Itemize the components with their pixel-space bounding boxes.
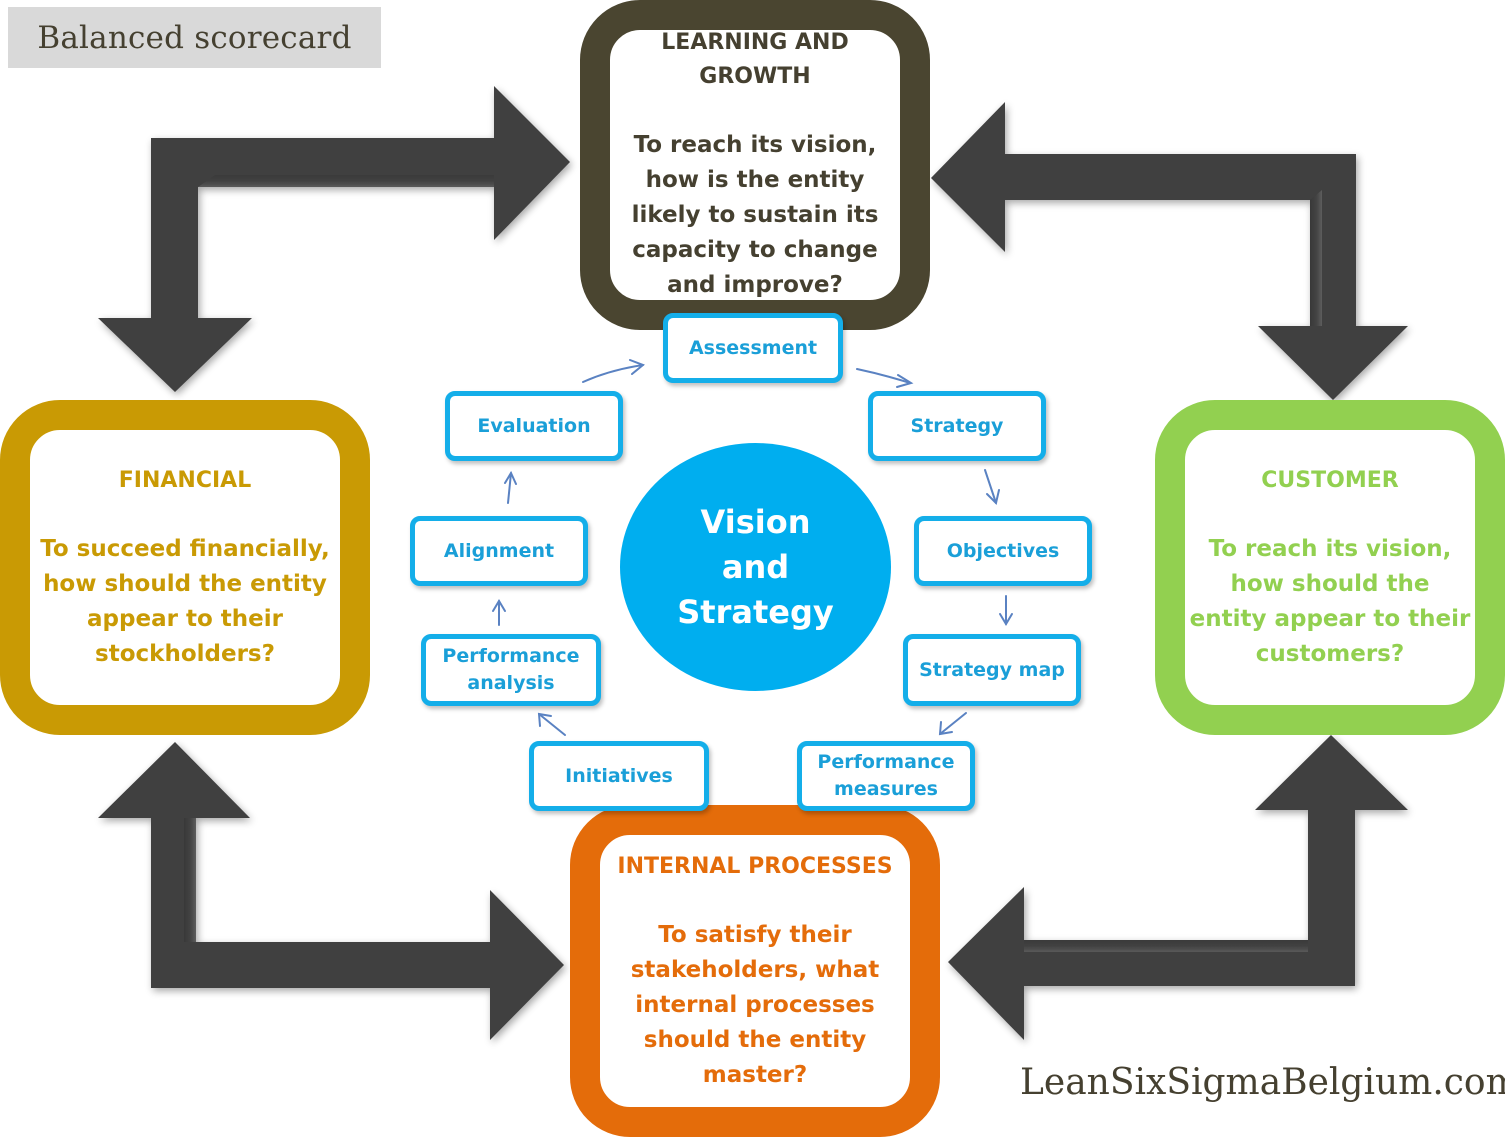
- perspective-title: FINANCIAL: [118, 467, 252, 493]
- arrow-customer-internal: [948, 735, 1408, 1040]
- arrow-financial-learning: [98, 86, 570, 392]
- perspective-internal-processes: INTERNAL PROCESSES To satisfy their stak…: [570, 805, 940, 1137]
- perspective-customer: CUSTOMER To reach its vision, how should…: [1155, 400, 1505, 735]
- step-alignment: Alignment: [410, 516, 588, 586]
- step-strategy: Strategy: [868, 391, 1046, 461]
- website-watermark: LeanSixSigmaBelgium.com: [1020, 1062, 1505, 1103]
- perspective-financial: FINANCIAL To succeed financially, how sh…: [0, 400, 370, 735]
- flow-arrow-assessment-strategy: [856, 368, 914, 388]
- perspective-title: CUSTOMER: [1261, 467, 1399, 493]
- perspective-question: To satisfy their stakeholders, what inte…: [630, 922, 880, 1088]
- step-objectives: Objectives: [914, 516, 1092, 586]
- page-title: Balanced scorecard: [37, 19, 352, 56]
- perspective-learning-growth: LEARNING AND GROWTH To reach its vision,…: [580, 0, 930, 330]
- flow-arrow-analysis-alignment: [492, 599, 506, 626]
- flow-arrow-alignment-evaluation: [504, 470, 517, 504]
- perspective-title: INTERNAL PROCESSES: [617, 854, 893, 879]
- vision-strategy-circle: Vision and Strategy: [620, 443, 891, 691]
- step-strategy-map: Strategy map: [903, 634, 1081, 706]
- flow-arrows: [492, 359, 1013, 822]
- flow-arrow-objectives-strategymap: [999, 595, 1013, 626]
- arrow-financial-internal: [98, 742, 564, 1040]
- flow-arrow-evaluation-assessment: [582, 359, 645, 383]
- flow-arrow-strategy-objectives: [984, 469, 1000, 505]
- title-banner: Balanced scorecard: [8, 7, 381, 68]
- perspective-question: To succeed financially, how should the e…: [40, 535, 330, 667]
- flow-arrow-strategymap-measures: [938, 712, 967, 736]
- step-assessment: Assessment: [663, 313, 843, 383]
- perspective-title: LEARNING AND GROWTH: [661, 30, 849, 89]
- arrow-learning-customer: [931, 102, 1408, 400]
- arrow-shaft: [98, 86, 570, 392]
- perspective-question: To reach its vision, how should the enti…: [1189, 535, 1471, 667]
- step-initiatives: Initiatives: [529, 741, 709, 811]
- perspective-question: To reach its vision, how is the entity l…: [631, 132, 879, 298]
- flow-arrow-initiatives-analysis: [537, 712, 566, 736]
- step-evaluation: Evaluation: [445, 391, 623, 461]
